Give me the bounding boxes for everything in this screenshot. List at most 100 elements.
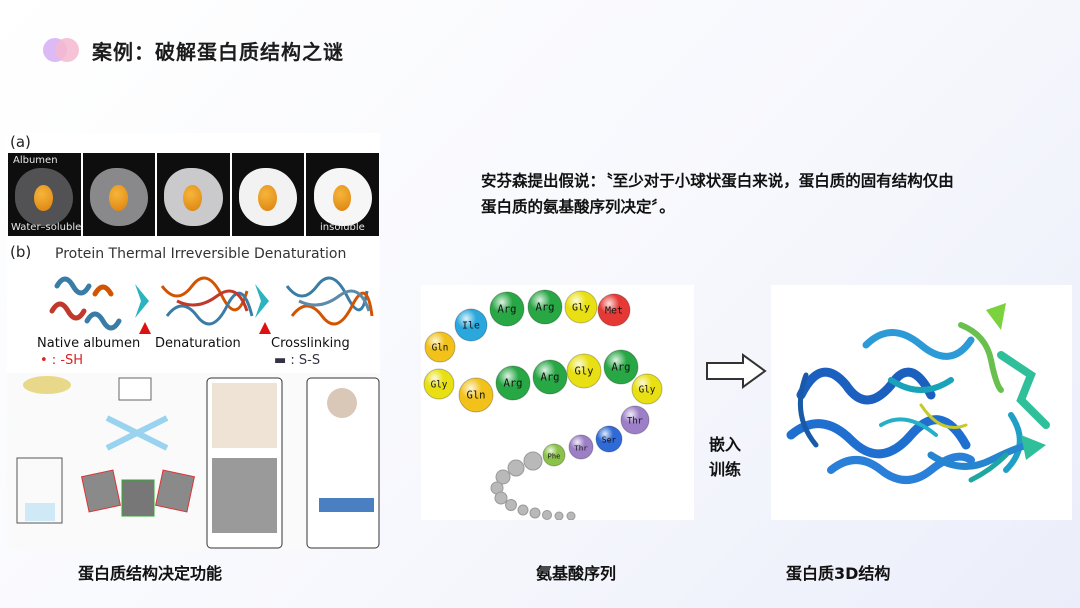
residue-label: Arg bbox=[611, 362, 630, 374]
cryo-et-workflow-image bbox=[7, 373, 380, 550]
egg-photo-1 bbox=[8, 153, 81, 236]
panel-label-b: (b) bbox=[10, 243, 32, 261]
beta-strand-arrow-icon bbox=[986, 303, 1006, 330]
panel-label-a: (a) bbox=[10, 133, 31, 151]
embed-train-label: 嵌入 训练 bbox=[709, 432, 741, 482]
caption-right: 蛋白质3D结构 bbox=[786, 564, 891, 583]
arrow-icon bbox=[135, 284, 149, 318]
cryogen-bath-icon bbox=[25, 503, 55, 521]
residue-label: Phe bbox=[548, 453, 561, 461]
arrow-icon bbox=[255, 284, 269, 318]
grid-sample-icon bbox=[23, 376, 71, 394]
stage-crosslinking-label: Crosslinking bbox=[271, 336, 350, 351]
denaturation-title: Protein Thermal Irreversible Denaturatio… bbox=[55, 246, 347, 262]
residue-bead: Met bbox=[597, 293, 631, 327]
tail-bead bbox=[494, 491, 508, 505]
residue-label: Gly bbox=[574, 366, 593, 378]
embed-label-line2: 训练 bbox=[709, 460, 742, 479]
stage-denaturation-label: Denaturation bbox=[155, 336, 241, 351]
egg-photo-3 bbox=[157, 153, 230, 236]
egg-photo-5 bbox=[306, 153, 379, 236]
segmentation-view bbox=[212, 383, 277, 448]
egg-photo-4 bbox=[231, 153, 305, 236]
density-map-icon bbox=[327, 388, 357, 418]
tilt-image-2 bbox=[121, 479, 155, 517]
residue-label: Arg bbox=[497, 304, 516, 316]
denatured-strands bbox=[160, 276, 254, 326]
protein-3d-structure-figure bbox=[771, 285, 1072, 520]
egg-photo-strip: Albumen Water–soluble insoluble bbox=[8, 153, 379, 236]
heat-marker-icon bbox=[139, 322, 151, 334]
residue-bead: Gly bbox=[423, 368, 455, 400]
beta-strand-arrow-icon bbox=[1021, 435, 1046, 460]
residue-bead: Gln bbox=[424, 331, 456, 363]
residue-label: Met bbox=[605, 306, 623, 317]
residue-label: Arg bbox=[540, 372, 559, 384]
anfinsen-hypothesis-text: 安芬森提出假说：〝至少对于小球状蛋白来说，蛋白质的固有结构仅由蛋白质的氨基酸序列… bbox=[481, 172, 954, 216]
egg-label-soluble: Water–soluble bbox=[11, 222, 82, 233]
beam-cross-icon bbox=[105, 415, 169, 451]
tail-bead bbox=[542, 510, 552, 520]
residue-label: Gly bbox=[572, 303, 590, 314]
egg-label-albumen: Albumen bbox=[13, 155, 58, 166]
caption-middle: 氨基酸序列 bbox=[536, 564, 617, 583]
residue-bead: Ser bbox=[595, 425, 623, 453]
egg-label-insoluble: insoluble bbox=[320, 222, 365, 233]
protein-function-figure: (a) Albumen Water–soluble insoluble (b) … bbox=[7, 133, 380, 550]
title-decoration-icon bbox=[43, 38, 83, 62]
tilt-image-1 bbox=[81, 469, 121, 513]
residue-bead: Arg bbox=[603, 349, 639, 385]
tomogram-slice bbox=[212, 458, 277, 533]
residue-bead: Thr bbox=[568, 434, 594, 460]
tail-bead bbox=[505, 499, 517, 511]
residue-bead: Arg bbox=[527, 289, 563, 325]
subtomogram-bar bbox=[319, 498, 374, 512]
electron-source-box bbox=[118, 377, 152, 401]
denaturation-diagram bbox=[49, 276, 374, 334]
tail-bead bbox=[507, 459, 525, 477]
residue-bead: Gly bbox=[631, 373, 663, 405]
residue-bead: Phe bbox=[542, 443, 566, 467]
legend-sh: • : -SH bbox=[40, 353, 84, 368]
residue-label: Ile bbox=[462, 321, 480, 332]
slide-title: 案例：破解蛋白质结构之谜 bbox=[92, 40, 344, 64]
residue-label: Gln bbox=[466, 390, 485, 402]
residue-label: Thr bbox=[627, 417, 643, 427]
caption-left: 蛋白质结构决定功能 bbox=[78, 564, 223, 583]
native-albumen-coils bbox=[49, 276, 122, 331]
residue-label: Gly bbox=[431, 380, 448, 391]
cryo-workflow-sketch bbox=[16, 376, 380, 549]
residue-bead: Arg bbox=[489, 291, 525, 327]
ribbon-structure bbox=[786, 303, 1050, 484]
residue-bead: Gly bbox=[564, 290, 598, 324]
tail-bead bbox=[566, 511, 576, 521]
residue-bead: Ile bbox=[454, 308, 488, 342]
tilt-image-3 bbox=[155, 469, 195, 513]
embed-label-line1: 嵌入 bbox=[709, 435, 742, 454]
egg-photo-2 bbox=[82, 153, 156, 236]
residue-label: Arg bbox=[535, 302, 554, 314]
right-arrow-icon bbox=[706, 353, 767, 389]
residue-bead: Gln bbox=[458, 377, 494, 413]
residue-label: Ser bbox=[602, 436, 617, 445]
tail-bead bbox=[495, 469, 511, 485]
legend-ss: ▬ : S-S bbox=[274, 353, 321, 368]
residue-label: Arg bbox=[503, 378, 522, 390]
residue-label: Thr bbox=[574, 444, 588, 453]
residue-bead: Arg bbox=[495, 365, 531, 401]
tail-bead bbox=[523, 451, 543, 471]
tail-bead bbox=[529, 507, 541, 519]
unlabeled-beads-tail bbox=[490, 451, 576, 521]
residue-label: Gln bbox=[432, 343, 449, 354]
tail-bead bbox=[517, 504, 529, 516]
stage-native-label: Native albumen bbox=[37, 336, 141, 351]
residue-label: Gly bbox=[639, 385, 656, 396]
heat-marker-icon bbox=[259, 322, 271, 334]
tail-bead bbox=[554, 511, 564, 521]
residue-bead: Gly bbox=[566, 353, 602, 389]
plunge-freezer-icon bbox=[16, 457, 63, 524]
crosslinked-strands bbox=[285, 276, 374, 326]
